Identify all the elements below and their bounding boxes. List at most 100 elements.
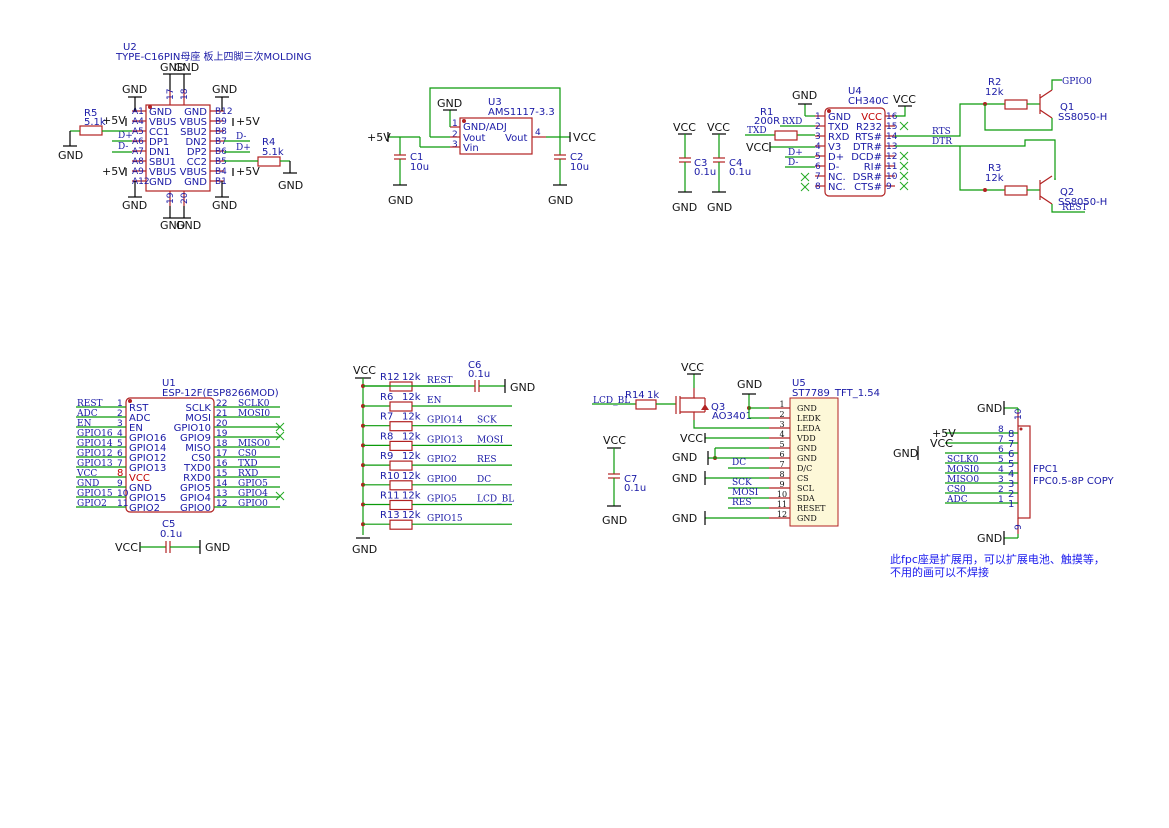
u2-5v-b4: +5V (236, 165, 260, 178)
u3-pin3-num: 3 (452, 140, 458, 150)
u1-pin-name: CS0 (191, 453, 211, 464)
u2-pin-num: A8 (132, 157, 144, 167)
u5-pin-name: GND (797, 454, 817, 463)
pullup-net: GPIO0 (427, 475, 457, 485)
u1-pin-num: 4 (117, 429, 123, 439)
c4-vcc: VCC (707, 121, 730, 134)
u2-pin-num: B6 (215, 147, 227, 157)
u2-pin-num: A9 (132, 167, 144, 177)
c4-capacitor[interactable]: VCC C4 0.1u GND (707, 121, 751, 214)
fpc-pin-num: 7 (998, 435, 1004, 445)
u1-net-label: GPIO13 (77, 459, 113, 469)
pullup-ref: R13 (380, 510, 400, 521)
u1-net-label: RXD (238, 469, 258, 479)
u1-net-label: GPIO16 (77, 429, 113, 439)
u2-gnd-b12: GND (212, 83, 237, 96)
fpc-net-label: SCLK0 (947, 455, 979, 465)
u1-pin-num: 12 (216, 499, 227, 509)
u2-pin-name: GND (184, 177, 207, 188)
u4-pin-name: RXD (828, 132, 850, 143)
r3-resistor[interactable]: R3 12k (983, 163, 1040, 196)
u3-pin-gnd: GND/ADJ (463, 122, 507, 133)
c7-capacitor[interactable]: VCC C7 0.1u GND (602, 434, 646, 527)
r5-value: 5.1k (84, 117, 106, 128)
u1-pin-name: GPIO16 (129, 433, 166, 444)
fpc-pin-inner: 5 (1008, 459, 1014, 470)
u1-pin-name: TXD0 (183, 463, 211, 474)
u1-net-label: VCC (76, 469, 97, 479)
u5-pin-name: GND (797, 514, 817, 523)
u2-gnd-b1: GND (212, 199, 237, 212)
lcd-backlight-driver[interactable]: LCD_BL R14 1k Q3 AO3401 VCC GND (592, 361, 769, 429)
u1-net-label: GPIO2 (77, 499, 107, 509)
r4-gnd: GND (278, 179, 303, 192)
u4-pin-num: 11 (886, 162, 897, 172)
u2-pin-num: B1 (215, 177, 227, 187)
u1-pin-num: 7 (117, 459, 123, 469)
pullup-net: REST (427, 376, 453, 386)
u2-net-dminus-r: D- (236, 132, 246, 142)
q1-net-gpio0: GPIO0 (1062, 77, 1092, 87)
u5-net-res: RES (732, 498, 752, 508)
pullup-net: EN (427, 396, 442, 406)
u4-pin-name: R232 (856, 122, 882, 133)
fpc-pin-num: 8 (998, 425, 1004, 435)
fpc-ref: FPC1 (1033, 464, 1058, 475)
u2-pin-num: A12 (132, 177, 150, 187)
q1-ref: Q1 (1060, 102, 1074, 113)
u2-pin-name: GND (184, 107, 207, 118)
fpc-note-1: 此fpc座是扩展用，可以扩展电池、触摸等， (890, 552, 1105, 566)
u1-pin-num: 10 (117, 489, 129, 499)
fpc-pin-num: 4 (998, 465, 1004, 475)
q2-transistor[interactable]: REST Q2 SS8050-H (1039, 175, 1107, 213)
u4-pin-num: 10 (886, 172, 898, 182)
c1-capacitor[interactable]: C1 10u GND (388, 137, 429, 207)
q1-transistor[interactable]: GPIO0 Q1 SS8050-H (984, 77, 1107, 131)
r2-resistor[interactable]: R2 12k (983, 77, 1040, 110)
u2-pin18-num: 18 (180, 88, 190, 100)
u1-pin-name: GPIO13 (129, 463, 166, 474)
u4-vcc: VCC (893, 93, 916, 106)
u2-pin-num: A7 (132, 147, 144, 157)
u2-pin-num: A1 (132, 107, 144, 117)
fpc-pin-inner: 1 (1008, 499, 1014, 510)
u1-pin-num: 14 (216, 479, 228, 489)
r4-value: 5.1k (262, 147, 284, 158)
c5-gnd: GND (205, 541, 230, 554)
u5-pin-name: LEDA (797, 424, 821, 433)
u2-pin-name: CC2 (187, 157, 207, 168)
u4-pin-name: DSR# (853, 172, 882, 183)
u4-pin-name: CTS# (854, 182, 882, 193)
u1-net-label: GPIO5 (238, 479, 268, 489)
c5-capacitor[interactable]: C5 0.1u VCC GND (115, 519, 230, 554)
r4-resistor[interactable]: R4 5.1k GND (224, 137, 303, 192)
u5-pin-num: 5 (779, 440, 784, 449)
pullup-value: 12k (402, 491, 421, 502)
u2-pin-num: A5 (132, 127, 144, 137)
c4-ref: C4 (729, 158, 742, 169)
c3-capacitor[interactable]: VCC C3 0.1u GND (672, 121, 716, 214)
u5-pin-num: 9 (779, 480, 784, 489)
fpc-gnd-top: GND (977, 402, 1002, 415)
u4-pin-num: 4 (815, 142, 821, 152)
r5-resistor[interactable]: R5 5.1k GND (58, 108, 132, 162)
u1-pin-name: RST (129, 403, 149, 414)
u1-pin-name: GPIO12 (129, 453, 166, 464)
c6-gnd: GND (510, 381, 535, 394)
q3-value: AO3401 (712, 411, 752, 422)
u5-net-mosi: MOSI (732, 488, 759, 498)
r1-resistor[interactable]: R1 200R (754, 107, 798, 141)
fpc-pin-num: 3 (998, 475, 1004, 485)
u4-pin-num: 15 (886, 122, 897, 132)
u3-regulator[interactable]: U3 AMS1117-3.3 GND/ADJ Vout Vin Vout 1 2… (367, 87, 596, 155)
u2-pin-name: DP2 (187, 147, 207, 158)
c1-ref: C1 (410, 152, 423, 163)
c2-capacitor[interactable]: C2 10u GND (548, 137, 589, 207)
